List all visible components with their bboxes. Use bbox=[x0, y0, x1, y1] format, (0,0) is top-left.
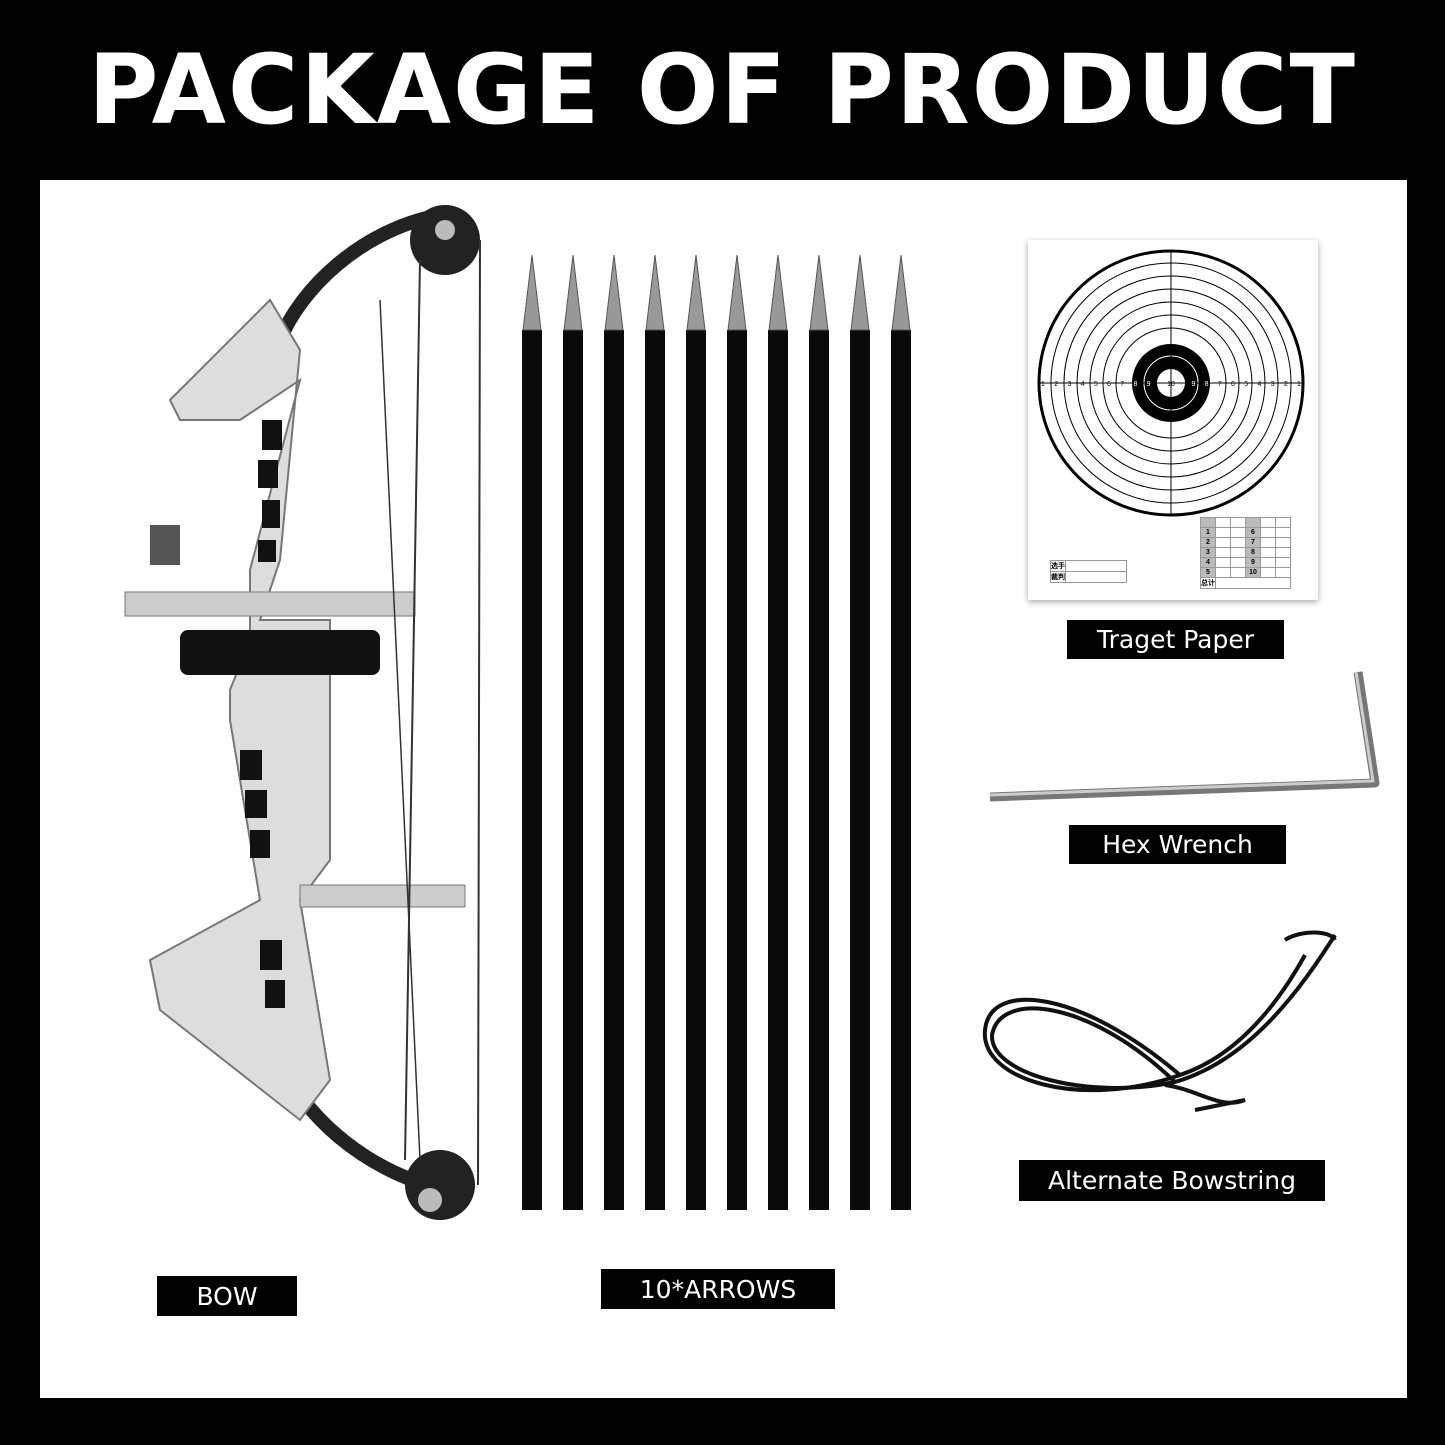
row-number: 10 bbox=[1245, 567, 1261, 578]
ring-number: 1 bbox=[1041, 381, 1045, 388]
arrow bbox=[768, 254, 788, 1210]
row-number: 6 bbox=[1245, 527, 1261, 538]
ring-number: 4 bbox=[1081, 381, 1085, 388]
arrow bbox=[645, 254, 665, 1210]
bow-image bbox=[124, 205, 481, 1220]
ring-number: 1 bbox=[1297, 381, 1301, 388]
label-alternate-bowstring: Alternate Bowstring bbox=[1019, 1160, 1325, 1201]
arrow bbox=[809, 254, 829, 1210]
arrow bbox=[850, 254, 870, 1210]
label-bow: BOW bbox=[157, 1276, 297, 1316]
ring-number: 2 bbox=[1284, 381, 1288, 388]
arrow bbox=[686, 254, 706, 1210]
player-table: 选手 裁判 bbox=[1050, 560, 1127, 583]
arrows-group bbox=[522, 254, 911, 1210]
player-label: 选手 bbox=[1050, 560, 1066, 572]
ring-number: 9 bbox=[1191, 381, 1195, 388]
target-face: 1 1 2 2 3 3 4 4 5 5 6 6 7 7 8 8 9 9 10 bbox=[1037, 249, 1305, 517]
ring-number: 5 bbox=[1244, 381, 1248, 388]
ring-number: 9 bbox=[1147, 381, 1151, 388]
arrow bbox=[563, 254, 583, 1210]
ring-number: 8 bbox=[1133, 381, 1137, 388]
ring-number: 5 bbox=[1094, 381, 1098, 388]
ring-number: 7 bbox=[1120, 381, 1124, 388]
ring-number: 4 bbox=[1257, 381, 1261, 388]
score-row: 5 10 bbox=[1200, 567, 1291, 578]
ring-number: 6 bbox=[1107, 381, 1111, 388]
label-hex-wrench: Hex Wrench bbox=[1069, 825, 1286, 864]
label-arrows: 10*ARROWS bbox=[601, 1269, 835, 1309]
row-number: 8 bbox=[1245, 547, 1261, 558]
row-number: 5 bbox=[1200, 567, 1216, 578]
ring-number: 2 bbox=[1054, 381, 1058, 388]
ring-number: 3 bbox=[1067, 381, 1071, 388]
referee-label: 裁判 bbox=[1050, 571, 1066, 583]
row-number: 3 bbox=[1200, 547, 1216, 558]
label-target-paper: Traget Paper bbox=[1067, 620, 1284, 659]
ring-number: 7 bbox=[1218, 381, 1222, 388]
hex-wrench-image bbox=[989, 671, 1380, 802]
row-number: 4 bbox=[1200, 557, 1216, 568]
total-label: 总计 bbox=[1200, 577, 1216, 589]
page-title: PACKAGE OF PRODUCT bbox=[88, 34, 1357, 146]
ring-number: 8 bbox=[1205, 381, 1209, 388]
arrow bbox=[604, 254, 624, 1210]
row-number: 7 bbox=[1245, 537, 1261, 548]
row-number: 1 bbox=[1200, 527, 1216, 538]
ring-number: 10 bbox=[1167, 381, 1175, 388]
row-number: 2 bbox=[1200, 537, 1216, 548]
ring-number: 6 bbox=[1231, 381, 1235, 388]
bowstring-image bbox=[982, 930, 1337, 1112]
ring-number: 3 bbox=[1271, 381, 1275, 388]
arrow bbox=[727, 254, 747, 1210]
row-number: 9 bbox=[1245, 557, 1261, 568]
arrow bbox=[891, 254, 911, 1210]
arrow bbox=[522, 254, 542, 1210]
